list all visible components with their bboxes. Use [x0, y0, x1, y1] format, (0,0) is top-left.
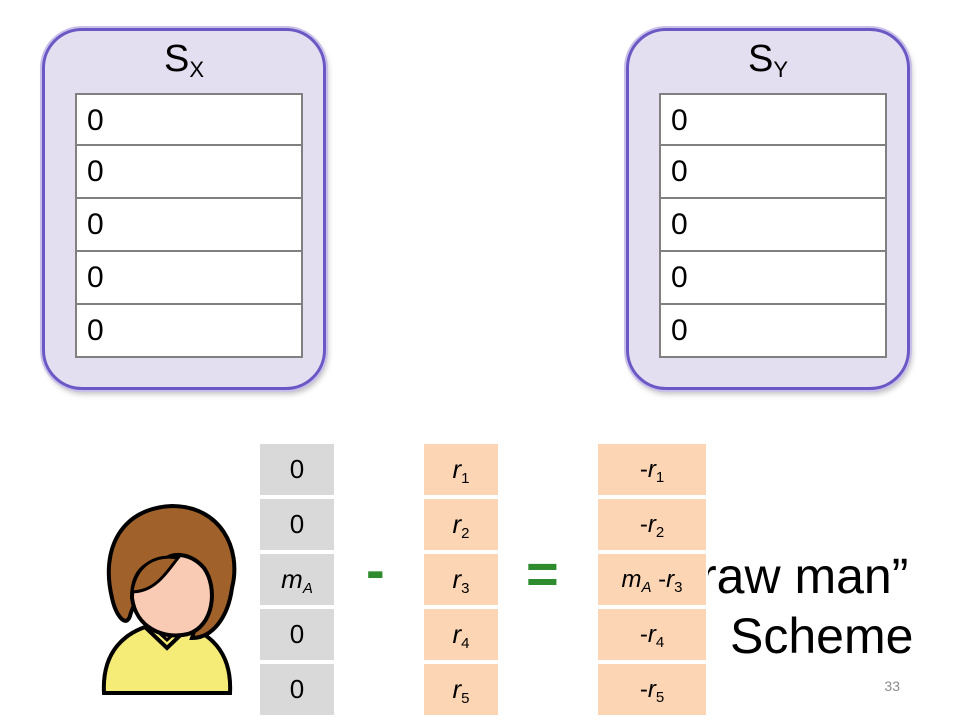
scheme-title-line2: Scheme [730, 608, 914, 664]
page-number: 33 [884, 678, 900, 694]
server-sy-cell: 0 [659, 146, 887, 199]
random-cell-r3: r3 [422, 552, 500, 607]
result-vector: -r1 -r2 mA -r3 -r4 -r5 [596, 442, 708, 717]
message-cell: 0 [258, 607, 336, 662]
minus-operator: - [366, 538, 385, 601]
result-cell-mA-minus-r3: mA -r3 [596, 552, 708, 607]
server-sx-cell: 0 [75, 305, 303, 358]
server-sx-label: S [163, 38, 190, 80]
server-sy-table: 0 0 0 0 0 [659, 93, 887, 358]
server-sy-cell: 0 [659, 252, 887, 305]
server-sy: SY 0 0 0 0 0 [626, 28, 910, 390]
server-sy-cell: 0 [659, 199, 887, 252]
server-sx-cell: 0 [75, 199, 303, 252]
server-sx-cell: 0 [75, 252, 303, 305]
result-cell-neg-r2: -r2 [596, 497, 708, 552]
server-sx-subscript: X [189, 57, 205, 82]
result-cell-neg-r4: -r4 [596, 607, 708, 662]
message-cell: 0 [258, 442, 336, 497]
message-vector: 0 0 mA 0 0 [258, 442, 336, 717]
server-sx-cell: 0 [75, 146, 303, 199]
random-cell-r4: r4 [422, 607, 500, 662]
equals-operator: = [526, 542, 559, 605]
server-sy-title: SY [629, 37, 907, 92]
random-cell-r2: r2 [422, 497, 500, 552]
server-sx-cell: 0 [75, 93, 303, 146]
random-cell-r1: r1 [422, 442, 500, 497]
message-cell: 0 [258, 497, 336, 552]
message-cell: 0 [258, 662, 336, 717]
server-sy-subscript: Y [773, 57, 789, 82]
server-sx: SX 0 0 0 0 0 [42, 28, 326, 390]
person-avatar-icon [101, 503, 237, 695]
random-vector: r1 r2 r3 r4 r5 [422, 442, 500, 717]
result-cell-neg-r5: -r5 [596, 662, 708, 717]
scheme-title-line1: raw man” [700, 548, 909, 604]
server-sx-table: 0 0 0 0 0 [75, 93, 303, 358]
server-sy-cell: 0 [659, 93, 887, 146]
random-cell-r5: r5 [422, 662, 500, 717]
server-sy-label: S [747, 38, 774, 80]
server-sy-cell: 0 [659, 305, 887, 358]
message-cell-mA: mA [258, 552, 336, 607]
result-cell-neg-r1: -r1 [596, 442, 708, 497]
server-sx-title: SX [45, 37, 323, 92]
